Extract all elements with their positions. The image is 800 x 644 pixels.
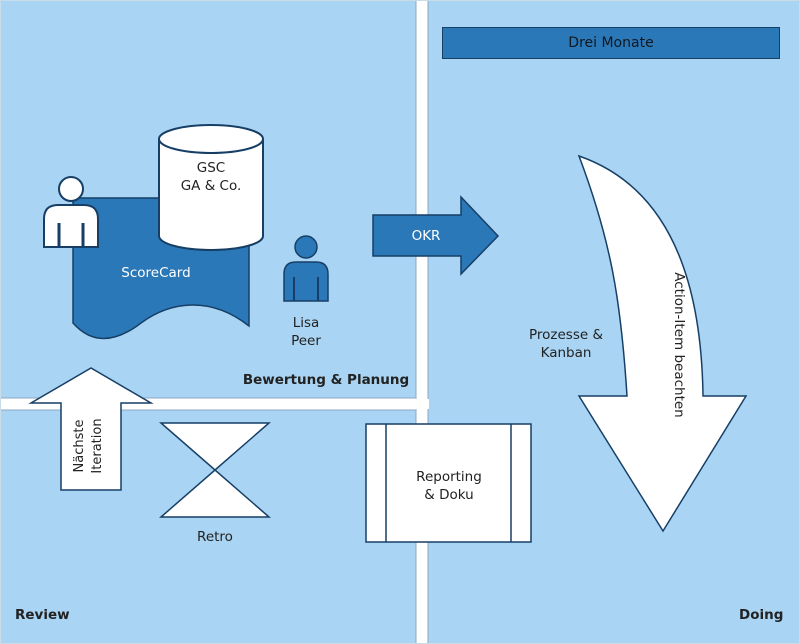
person-label: Lisa Peer xyxy=(276,314,336,350)
database-label-line1: GSC xyxy=(196,160,226,176)
reporting-label: Reporting & Doku xyxy=(401,468,497,504)
prozesse-label-line1: Prozesse & xyxy=(529,327,603,343)
next-iteration-arrow xyxy=(28,367,154,491)
quadrant-label-review: Review xyxy=(15,607,70,623)
action-item-label: Action-Item beachten xyxy=(671,272,687,418)
database-label: GSC GA & Co. xyxy=(161,159,261,195)
database-label-line2: GA & Co. xyxy=(180,178,242,194)
vertical-separator xyxy=(415,1,429,643)
person-label-line1: Lisa xyxy=(292,315,320,331)
reporting-document-shape xyxy=(365,423,532,543)
hourglass-icon xyxy=(158,422,272,518)
curved-action-arrow xyxy=(577,154,748,533)
okr-label: OKR xyxy=(411,228,441,244)
prozesse-label: Prozesse & Kanban xyxy=(516,326,616,362)
next-iteration-label: Nächste Iteration xyxy=(71,398,111,494)
retro-label: Retro xyxy=(197,529,233,545)
okr-arrow xyxy=(372,195,500,276)
person-label-line2: Peer xyxy=(291,333,321,349)
time-frame-banner: Drei Monate xyxy=(442,27,780,59)
banner-label: Drei Monate xyxy=(568,35,654,51)
section-title-bewertung: Bewertung & Planung xyxy=(242,372,410,388)
database-cylinder-icon xyxy=(158,124,264,251)
person-blue-icon xyxy=(283,235,329,302)
quadrant-label-doing: Doing xyxy=(739,607,784,623)
next-iteration-line1: Nächste xyxy=(72,419,87,473)
reporting-label-line2: & Doku xyxy=(424,487,474,503)
prozesse-label-line2: Kanban xyxy=(540,345,592,361)
person-outline-icon xyxy=(43,176,99,248)
next-iteration-line2: Iteration xyxy=(90,418,105,474)
reporting-label-line1: Reporting xyxy=(416,469,482,485)
scorecard-label: ScoreCard xyxy=(121,265,191,281)
